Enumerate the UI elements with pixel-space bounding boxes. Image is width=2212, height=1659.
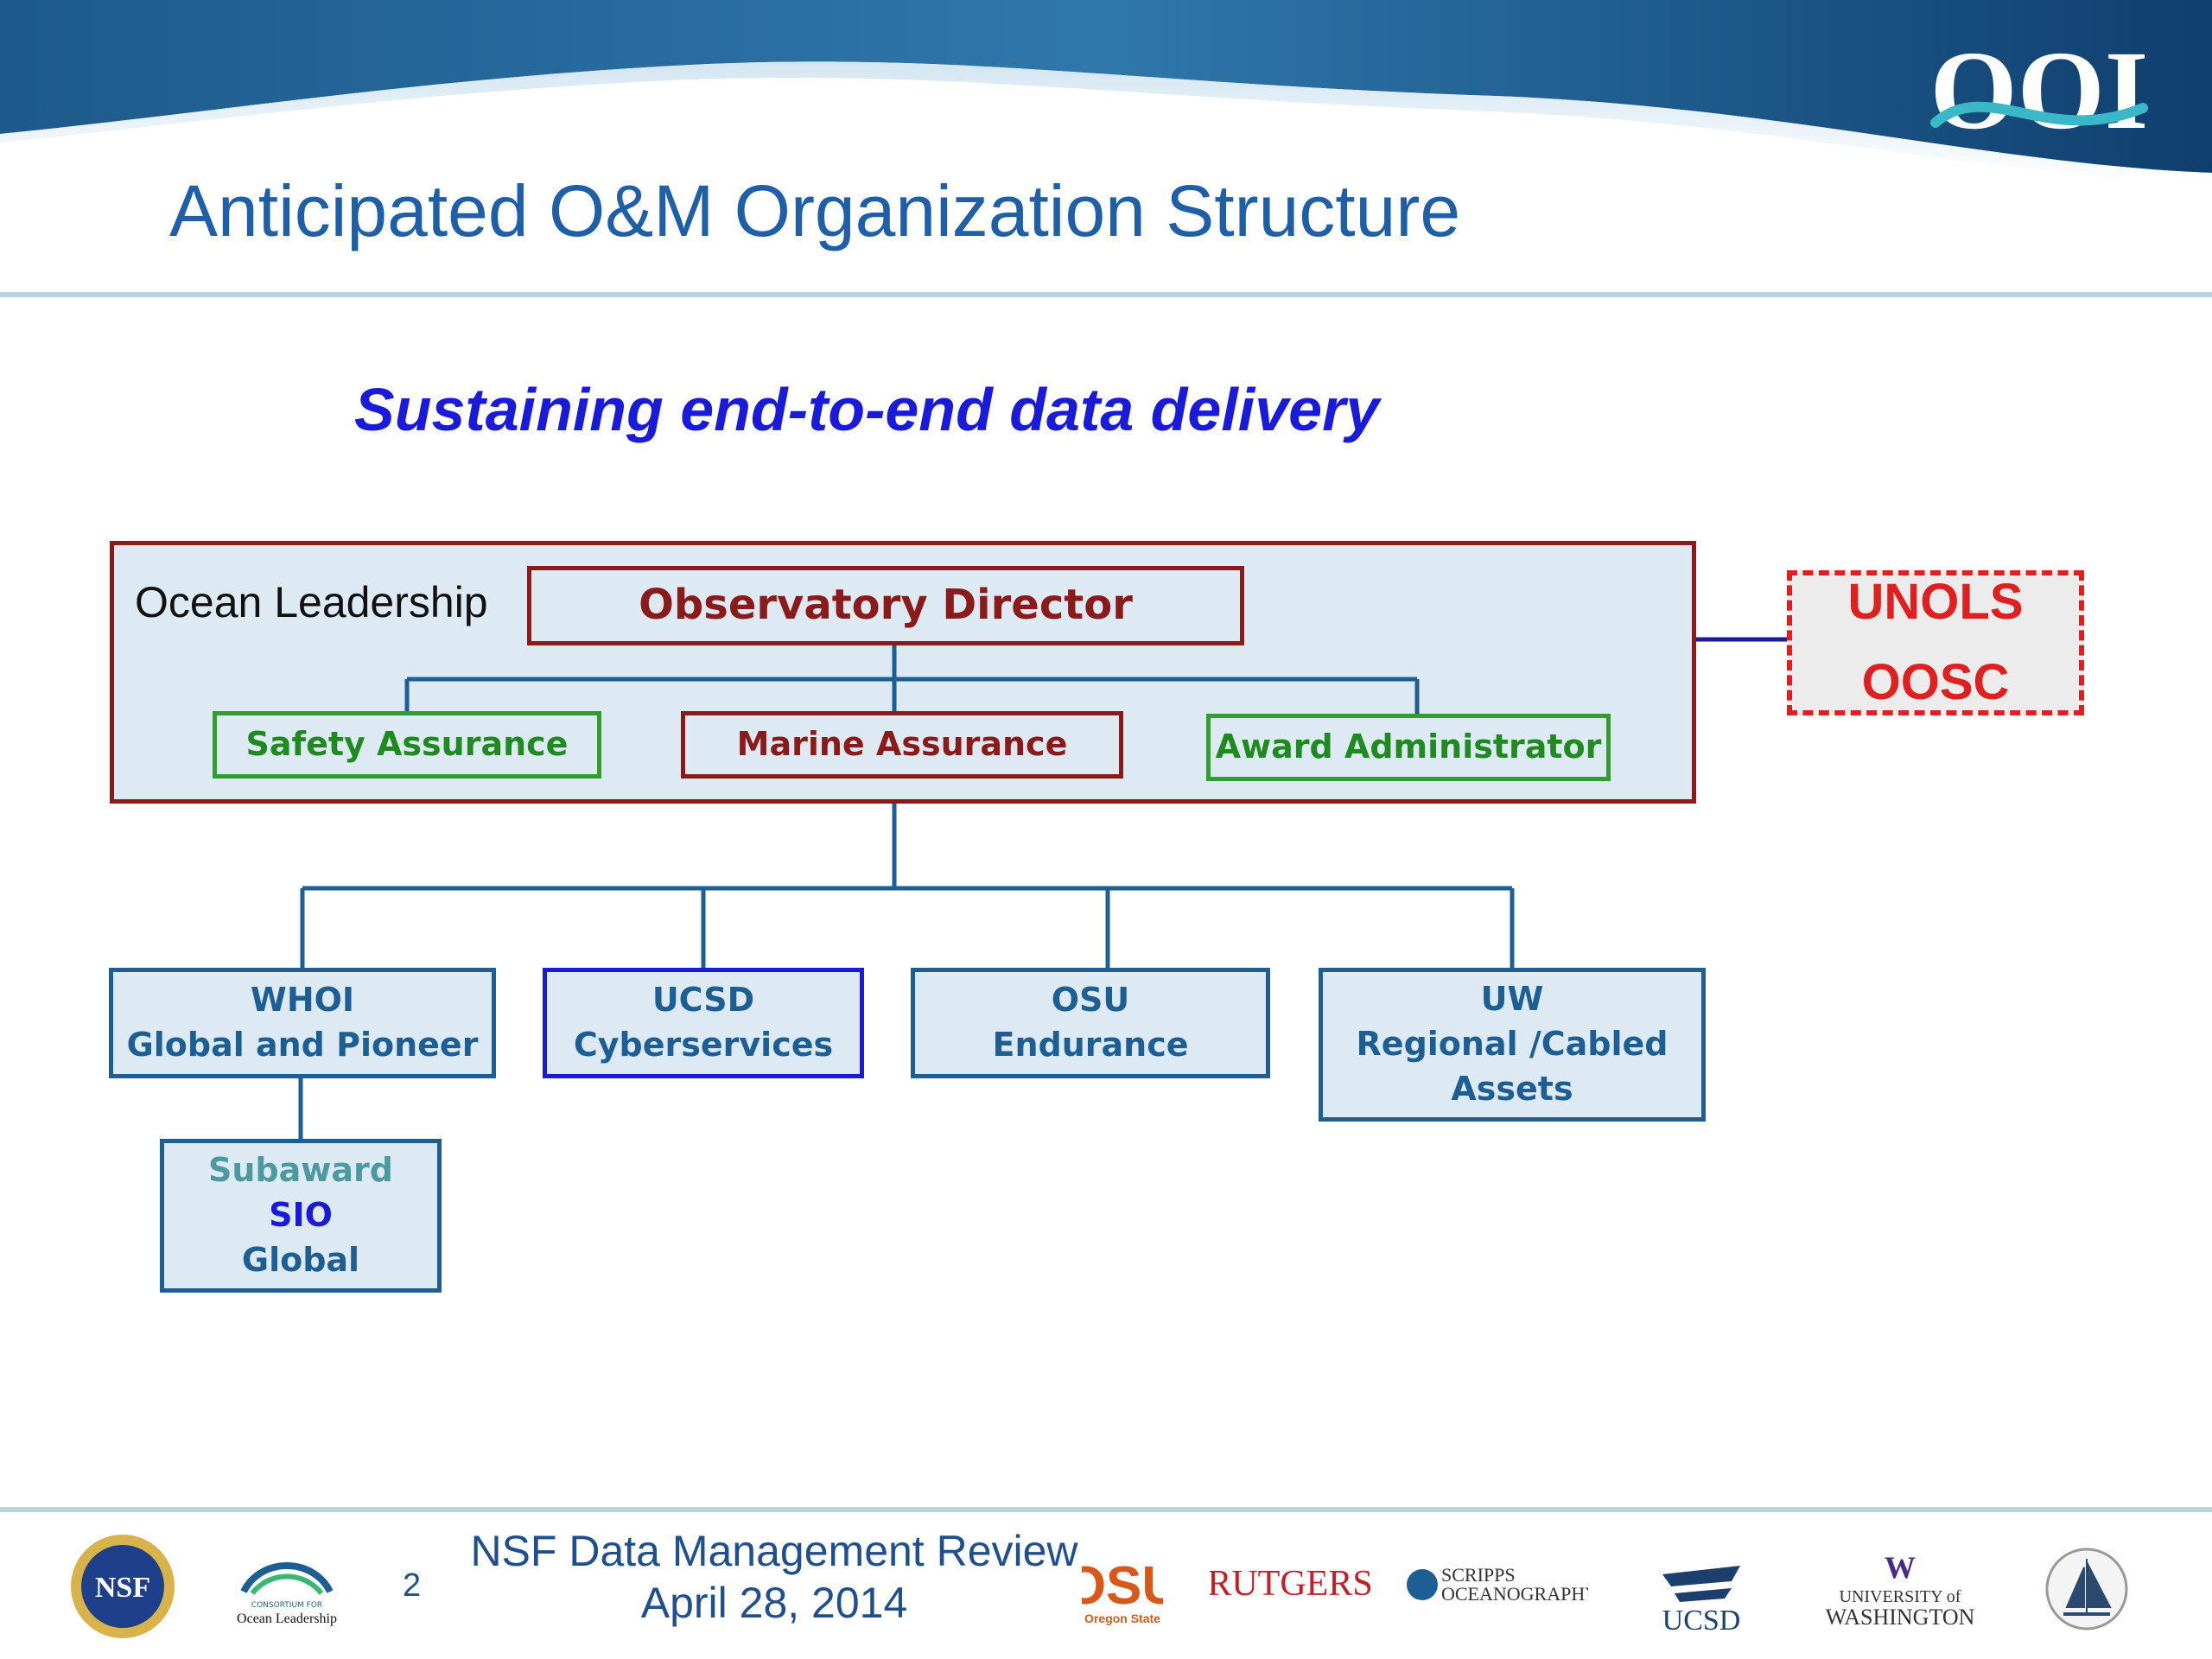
whoi-seal-logo xyxy=(2045,1548,2128,1630)
svg-text:UNIVERSITY of: UNIVERSITY of xyxy=(1840,1587,1961,1606)
footer-event-title: NSF Data Management Review xyxy=(470,1527,1078,1575)
nsf-logo: NSF xyxy=(71,1535,175,1638)
unols-oosc-box: UNOLS OOSC xyxy=(1787,570,2084,715)
uw-box: UW Regional /Cabled Assets xyxy=(1319,968,1706,1122)
award-administrator-label: Award Administrator xyxy=(1215,728,1602,766)
ocean-leadership-label: Ocean Leadership xyxy=(135,578,488,626)
page-number: 2 xyxy=(403,1567,422,1604)
ooi-logo: OOI xyxy=(1930,29,2149,153)
award-administrator-box: Award Administrator xyxy=(1206,714,1611,781)
svg-text:W: W xyxy=(1885,1550,1916,1585)
svg-text:SCRIPPS: SCRIPPS xyxy=(1441,1564,1516,1586)
svg-text:WASHINGTON: WASHINGTON xyxy=(1826,1605,1975,1630)
footer-date: April 28, 2014 xyxy=(640,1579,908,1627)
ucsd-logo: UCSD xyxy=(1662,1566,1741,1637)
observatory-director-label: Observatory Director xyxy=(639,581,1133,630)
oregon-state-logo: OSU Oregon State xyxy=(1082,1556,1163,1625)
safety-assurance-box: Safety Assurance xyxy=(213,711,601,779)
footer-divider xyxy=(0,1507,2212,1512)
ucsd-sub-label: Cyberservices xyxy=(573,1026,834,1064)
uw-label: UW xyxy=(1480,980,1544,1019)
slide-title: Anticipated O&M Organization Structure xyxy=(169,170,1461,251)
whoi-label: WHOI xyxy=(250,981,355,1020)
marine-assurance-label: Marine Assurance xyxy=(736,725,1068,764)
unols-label: UNOLS xyxy=(1847,574,2024,631)
scripps-logo: SCRIPPS OCEANOGRAPHY xyxy=(1407,1564,1588,1605)
svg-text:Oregon State: Oregon State xyxy=(1084,1611,1160,1625)
safety-assurance-label: Safety Assurance xyxy=(245,725,569,764)
sio-label: SIO xyxy=(269,1196,333,1235)
svg-text:UCSD: UCSD xyxy=(1662,1605,1741,1637)
sio-global-label: Global xyxy=(241,1240,360,1279)
rutgers-logo: RUTGERS xyxy=(1210,1564,1370,1604)
sio-subaward-box: Subaward SIO Global xyxy=(160,1139,442,1293)
header-wave-banner xyxy=(0,0,2212,190)
whoi-box: WHOI Global and Pioneer xyxy=(109,968,496,1078)
osu-label: OSU xyxy=(1051,981,1130,1020)
svg-text:Ocean Leadership: Ocean Leadership xyxy=(237,1611,337,1626)
svg-text:RUTGERS: RUTGERS xyxy=(1210,1564,1370,1604)
oosc-label: OOSC xyxy=(1861,654,2010,710)
observatory-director-box: Observatory Director xyxy=(527,566,1244,645)
ucsd-box: UCSD Cyberservices xyxy=(543,968,864,1078)
svg-text:OOI: OOI xyxy=(1930,29,2149,153)
whoi-sub-label: Global and Pioneer xyxy=(126,1026,479,1064)
marine-assurance-box: Marine Assurance xyxy=(681,711,1123,779)
subaward-label: Subaward xyxy=(208,1151,393,1190)
ocean-leadership-logo: CONSORTIUM FOR Ocean Leadership xyxy=(237,1562,337,1626)
ucsd-label: UCSD xyxy=(652,981,755,1020)
uw-sub-label: Regional /Cabled xyxy=(1356,1025,1669,1064)
uw-sub-label-2: Assets xyxy=(1451,1069,1573,1108)
university-of-washington-logo: W UNIVERSITY of WASHINGTON xyxy=(1826,1550,1975,1630)
osu-box: OSU Endurance xyxy=(911,968,1270,1078)
slide-subtitle: Sustaining end-to-end data delivery xyxy=(354,376,1380,443)
title-divider xyxy=(0,292,2212,297)
svg-text:CONSORTIUM FOR: CONSORTIUM FOR xyxy=(251,1601,322,1610)
osu-sub-label: Endurance xyxy=(992,1026,1189,1064)
svg-text:OCEANOGRAPHY: OCEANOGRAPHY xyxy=(1441,1583,1588,1605)
svg-text:NSF: NSF xyxy=(95,1572,150,1604)
svg-text:OSU: OSU xyxy=(1082,1556,1163,1616)
